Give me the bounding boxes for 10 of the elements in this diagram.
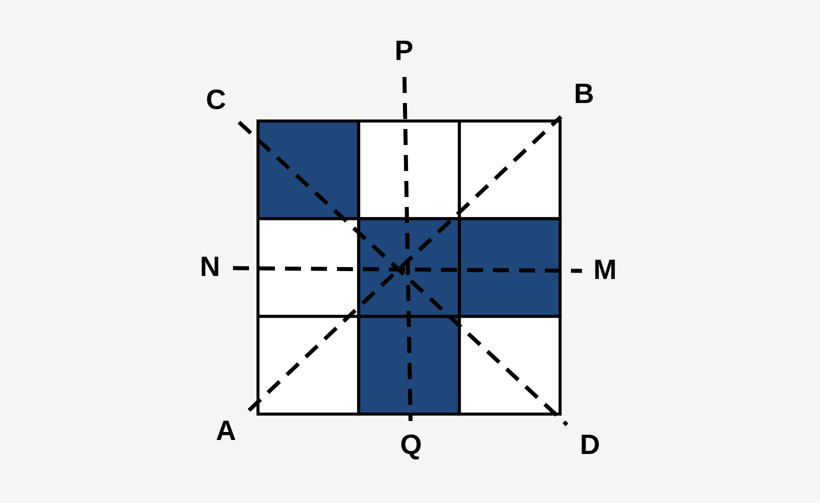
- point-label: P: [389, 35, 419, 69]
- point-label: D: [575, 429, 605, 463]
- dashed-line: [232, 266, 582, 273]
- dashed-line: [402, 76, 413, 422]
- point-label: M: [590, 254, 620, 288]
- point-label: Q: [396, 429, 426, 463]
- point-label: C: [201, 84, 231, 118]
- point-label: B: [569, 78, 599, 112]
- point-label: A: [211, 415, 241, 449]
- point-label: N: [195, 251, 225, 285]
